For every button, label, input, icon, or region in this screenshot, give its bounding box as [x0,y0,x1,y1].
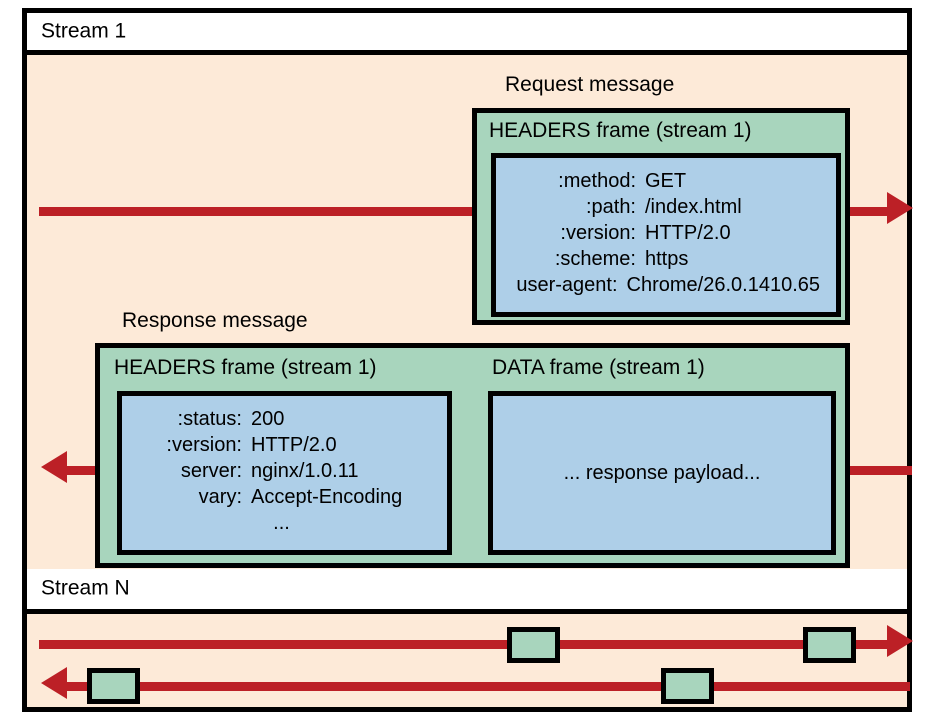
stream-n-frame-chip [507,627,560,663]
header-name: :status: [177,408,242,430]
response-header-list: :status: 200 :version: HTTP/2.0 server: nginx… [122,396,447,544]
header-row: server: nginx/1.0.11 [132,458,431,484]
stream-n-inbound-arrow-line [67,682,910,691]
response-headers-frame-title: HEADERS frame (stream 1) [114,356,377,379]
stream-n-outbound-arrow-line [39,640,894,649]
header-value: Accept-Encoding [251,486,403,508]
response-data-payload-box: ... response payload... [488,391,836,555]
header-row: :version: HTTP/2.0 [506,220,820,246]
header-row: :status: 200 [132,406,431,432]
stream-n-frame-chip [661,668,714,704]
stream-n-body [27,614,913,712]
request-headers-frame-title: HEADERS frame (stream 1) [489,119,752,142]
header-name: vary: [198,486,242,508]
response-headers-payload-box: :status: 200 :version: HTTP/2.0 server: nginx… [117,391,452,555]
header-list-ellipsis: ... [273,512,290,534]
stream-n-header: Stream N [27,569,907,614]
header-value: 200 [251,408,285,430]
response-arrow-head-icon [41,451,67,483]
header-row: :scheme: https [506,246,820,272]
header-row: :path: /index.html [506,194,820,220]
http2-stream-diagram: Stream 1 Request message HEADERS frame (… [22,8,913,712]
header-name: user-agent: [516,274,618,296]
stream-n-label: Stream N [41,576,130,600]
header-value: HTTP/2.0 [645,222,731,244]
header-row: vary: Accept-Encoding [132,484,431,510]
header-value: /index.html [645,196,742,218]
header-name: :scheme: [554,248,636,270]
stream-n-outbound-arrow-head-icon [887,625,913,657]
stream-n-inbound-arrow-head-icon [41,667,67,699]
request-headers-payload-box: :method: GET :path: /index.html :version: HTT… [491,153,841,317]
header-name: :method: [558,170,636,192]
stream-n-frame-chip [87,668,140,704]
header-name: :version: [166,434,242,456]
request-header-list: :method: GET :path: /index.html :version: HTT… [496,158,836,306]
stream-1-body: Request message HEADERS frame (stream 1)… [27,55,913,569]
request-headers-frame: HEADERS frame (stream 1) :method:GET:pat… [472,108,850,325]
stream-1-label: Stream 1 [41,19,127,43]
header-row: :version: HTTP/2.0 [132,432,431,458]
request-message-label: Request message [505,73,675,96]
header-value: HTTP/2.0 [251,434,337,456]
stream-1-header: Stream 1 [27,13,907,55]
response-data-payload-text: ... response payload... [563,461,761,484]
header-row: user-agent: Chrome/26.0.1410.65 [506,272,820,298]
response-message-label: Response message [122,309,308,332]
request-arrow-line [39,207,895,216]
header-value: https [645,248,689,270]
header-value: GET [645,170,687,192]
header-row: :method: GET [506,168,820,194]
request-arrow-head-icon [887,192,913,224]
header-value: nginx/1.0.11 [251,460,359,482]
header-name: :path: [585,196,636,218]
header-value: Chrome/26.0.1410.65 [626,274,820,296]
stream-n-frame-chip [803,627,856,663]
header-name: :version: [560,222,636,244]
header-name: server: [180,460,242,482]
response-data-frame-title: DATA frame (stream 1) [492,356,705,379]
response-frames-group: HEADERS frame (stream 1) DATA frame (str… [95,343,850,568]
